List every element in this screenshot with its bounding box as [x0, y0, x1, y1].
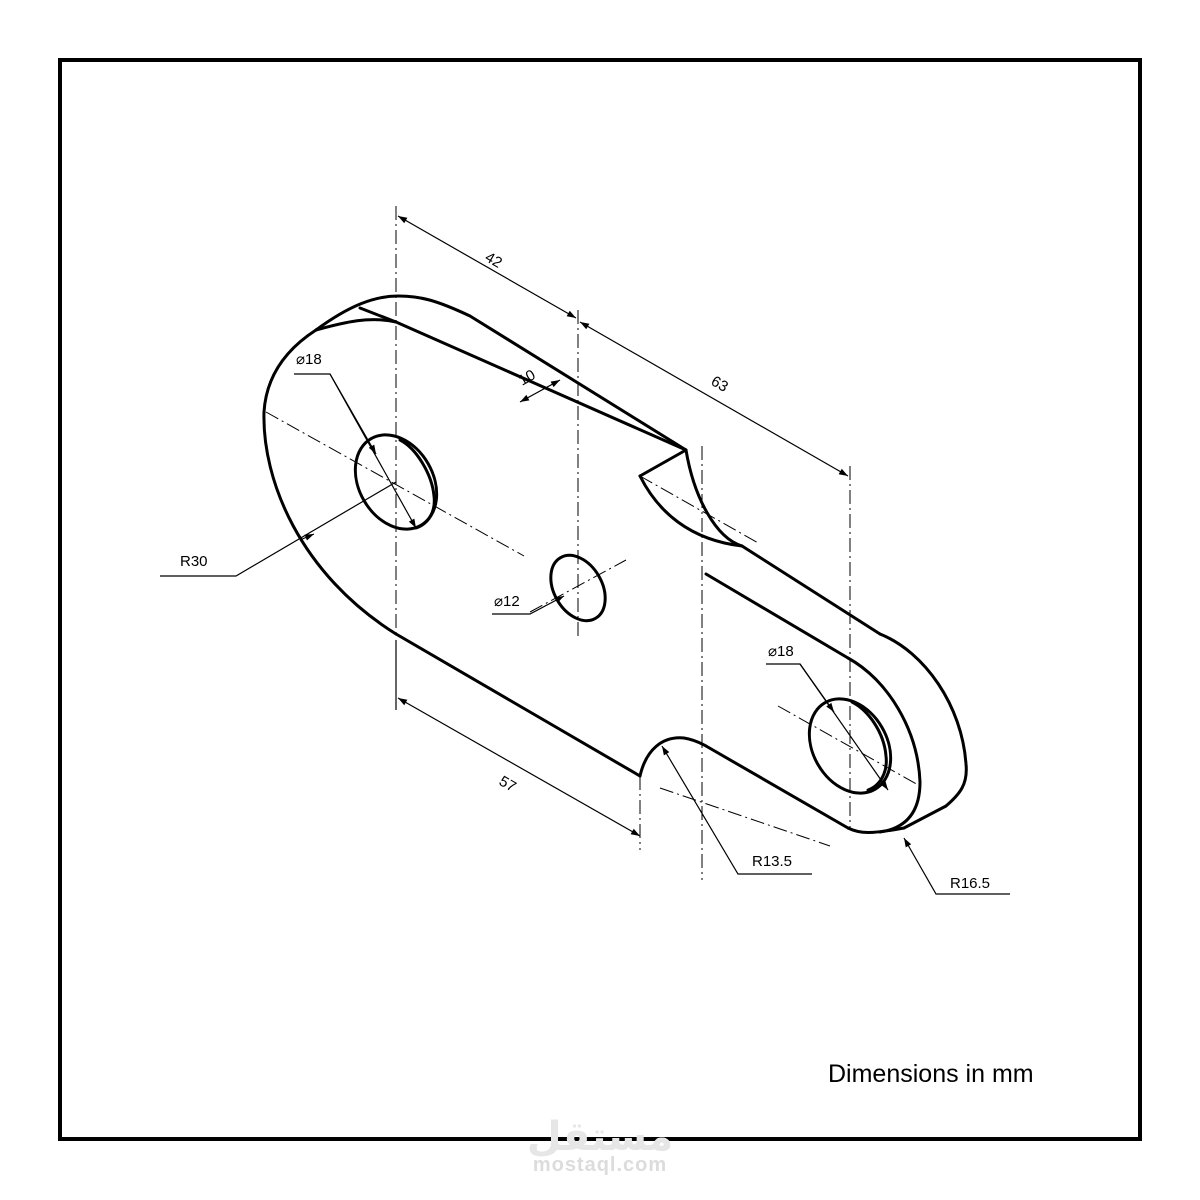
dim-63-label: 63	[708, 373, 731, 396]
units-note: Dimensions in mm	[828, 1060, 1034, 1088]
drawing-border	[58, 58, 1142, 1141]
dim-hole-left-label: ⌀18	[296, 351, 322, 368]
dim-42-label: 42	[482, 249, 505, 272]
part-outline	[262, 294, 968, 834]
hole-right	[807, 697, 893, 795]
dimension-lines	[160, 215, 1010, 895]
watermark-domain: mostaql.com	[533, 1154, 667, 1176]
dim-radius-left-label: R30	[180, 553, 208, 570]
hole-right-inner	[850, 700, 888, 792]
hole-left-inner	[398, 438, 436, 530]
dimension-labels: 42 63 10 57 ⌀18 ⌀12 ⌀18 R30 R13.5 R16.5	[180, 249, 990, 892]
center-lines	[265, 206, 921, 880]
watermark: مستقل mostaql.com	[527, 1114, 673, 1176]
dim-hole-center-label: ⌀12	[494, 593, 520, 610]
dim-radius-right-label: R16.5	[950, 875, 990, 892]
dim-hole-right-label: ⌀18	[768, 643, 794, 660]
dim-57-label: 57	[496, 773, 519, 796]
dim-10-label: 10	[516, 366, 539, 389]
watermark-arabic: مستقل	[527, 1114, 673, 1160]
holes	[353, 433, 893, 795]
dim-radius-notch-label: R13.5	[752, 853, 792, 870]
